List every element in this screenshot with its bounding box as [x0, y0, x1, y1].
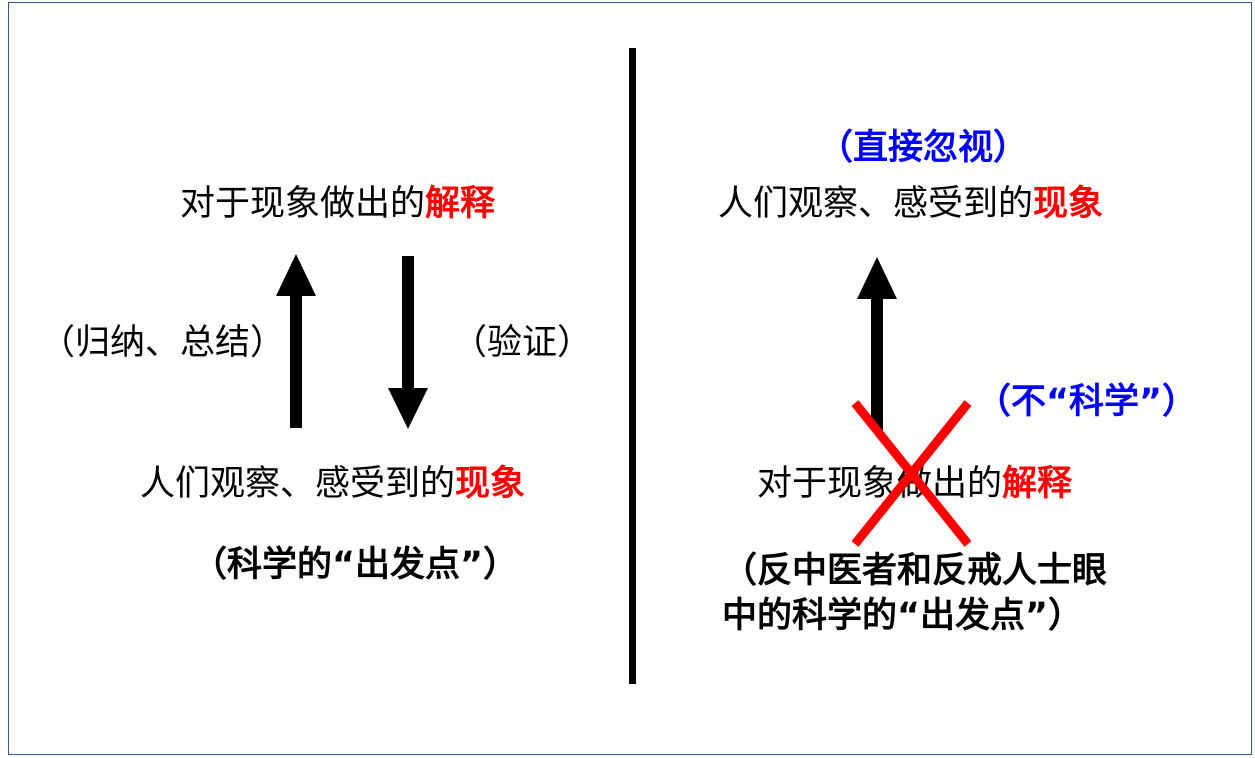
left-top-label: 对于现象做出的解释 — [180, 184, 495, 224]
induction-label: （归纳、总结） — [40, 323, 286, 363]
right-bottom-label: 对于现象做出的解释 — [757, 464, 1072, 504]
ignore-label: （直接忽视） — [818, 128, 1029, 168]
diagram-frame — [8, 2, 1252, 755]
not-science-label: （不“科学”） — [976, 382, 1198, 422]
left-bottom-label: 人们观察、感受到的现象 — [140, 464, 525, 504]
left-top-highlight: 解释 — [425, 184, 496, 224]
left-bottom-highlight: 现象 — [455, 464, 526, 504]
right-up-arrow-icon — [857, 257, 897, 430]
left-bottom-text: 人们观察、感受到的 — [140, 464, 456, 504]
right-top-highlight: 现象 — [1033, 184, 1104, 224]
right-bottom-text: 对于现象做出的 — [757, 464, 1003, 504]
verification-label: （验证） — [452, 323, 593, 363]
left-caption: （科学的“出发点”） — [192, 545, 519, 585]
right-top-label: 人们观察、感受到的现象 — [718, 184, 1103, 224]
center-divider — [629, 48, 636, 684]
right-top-text: 人们观察、感受到的 — [718, 184, 1034, 224]
down-arrow-icon — [388, 256, 428, 429]
right-bottom-highlight: 解释 — [1002, 464, 1073, 504]
left-top-text: 对于现象做出的 — [180, 184, 426, 224]
red-cross-icon — [851, 400, 972, 547]
up-arrow-icon — [276, 254, 316, 428]
right-caption-line2: 中的科学的“出发点”） — [722, 596, 1084, 636]
right-caption-line1: （反中医者和反戒人士眼 — [722, 551, 1108, 591]
